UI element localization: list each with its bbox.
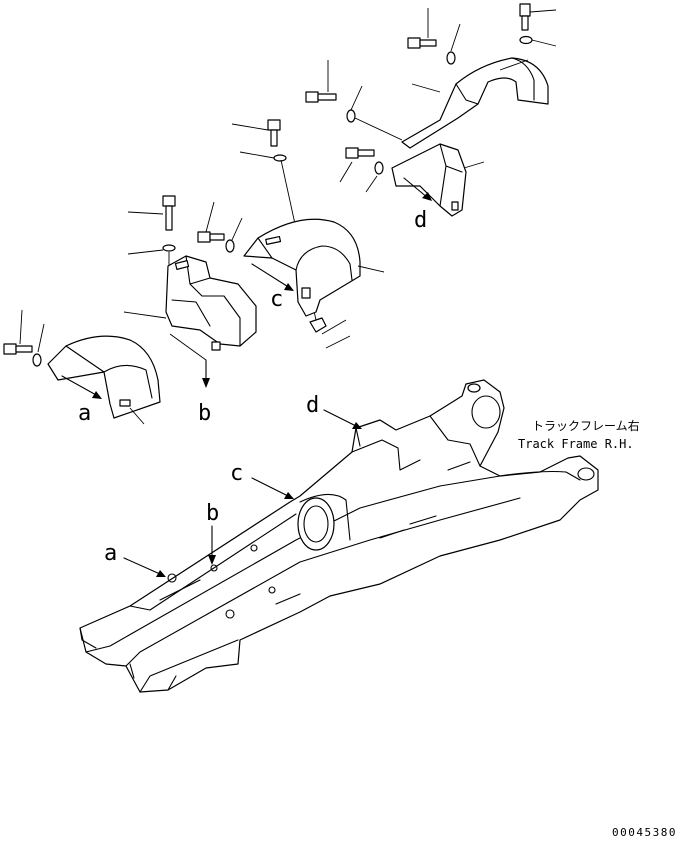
frame-caption-english: Track Frame R.H.: [518, 437, 634, 451]
idler-tube-end: [297, 497, 335, 551]
bolt-d1: [407, 8, 437, 49]
nut-c: [309, 317, 351, 349]
bracket-b-body: [123, 255, 257, 351]
arrow-c-frame: [251, 477, 289, 497]
guard-d-assembly: d: [305, 3, 557, 233]
bracket-b-assembly: b: [123, 195, 257, 426]
bolt-d2: [519, 3, 557, 31]
marker-d-top: d: [414, 208, 427, 233]
marker-a-frame: a: [104, 541, 117, 566]
washer-a1: [32, 323, 45, 367]
frame-caption-japanese: トラックフレーム右: [532, 418, 640, 433]
washer-c1: [239, 151, 287, 162]
arrow-d-top: [403, 177, 429, 199]
track-frame-main-body: [79, 379, 599, 693]
marker-a-top: a: [78, 401, 91, 426]
marker-b-frame: b: [206, 501, 219, 526]
track-frame: [79, 379, 599, 693]
bolt-b1: [127, 195, 176, 231]
marker-b-top: b: [198, 401, 211, 426]
frame-view-arrows: a b c d: [104, 393, 362, 577]
drawing-number: 00045380: [612, 826, 677, 839]
arrow-c-top: [251, 263, 291, 289]
bolt-a1: [3, 309, 33, 355]
bolt-d4: [339, 147, 375, 183]
guard-c-plate: [243, 218, 385, 317]
washer-b1: [127, 244, 176, 255]
guard-d-bracket: [391, 143, 485, 217]
bolt-b2: [197, 201, 225, 243]
guard-d-upper-plate: [401, 57, 549, 149]
washer-b2: [225, 217, 243, 253]
washer-d1: [446, 23, 461, 65]
marker-d-frame: d: [306, 393, 319, 418]
washer-d4: [365, 161, 384, 193]
arrow-a-frame: [123, 557, 161, 575]
washer-d3: [346, 85, 363, 123]
marker-c-frame: c: [230, 461, 243, 486]
cover-a-assembly: a: [3, 309, 161, 426]
guard-c-assembly: c: [231, 119, 385, 349]
washer-d2: [519, 35, 557, 47]
cover-a-plate: [47, 335, 161, 425]
bolt-c1: [231, 119, 281, 147]
marker-c-top: c: [270, 287, 283, 312]
arrow-d-frame: [323, 409, 357, 427]
frame-upper-hole: [471, 395, 501, 429]
bolt-d3: [305, 60, 337, 103]
arrow-a-top: [61, 375, 99, 397]
